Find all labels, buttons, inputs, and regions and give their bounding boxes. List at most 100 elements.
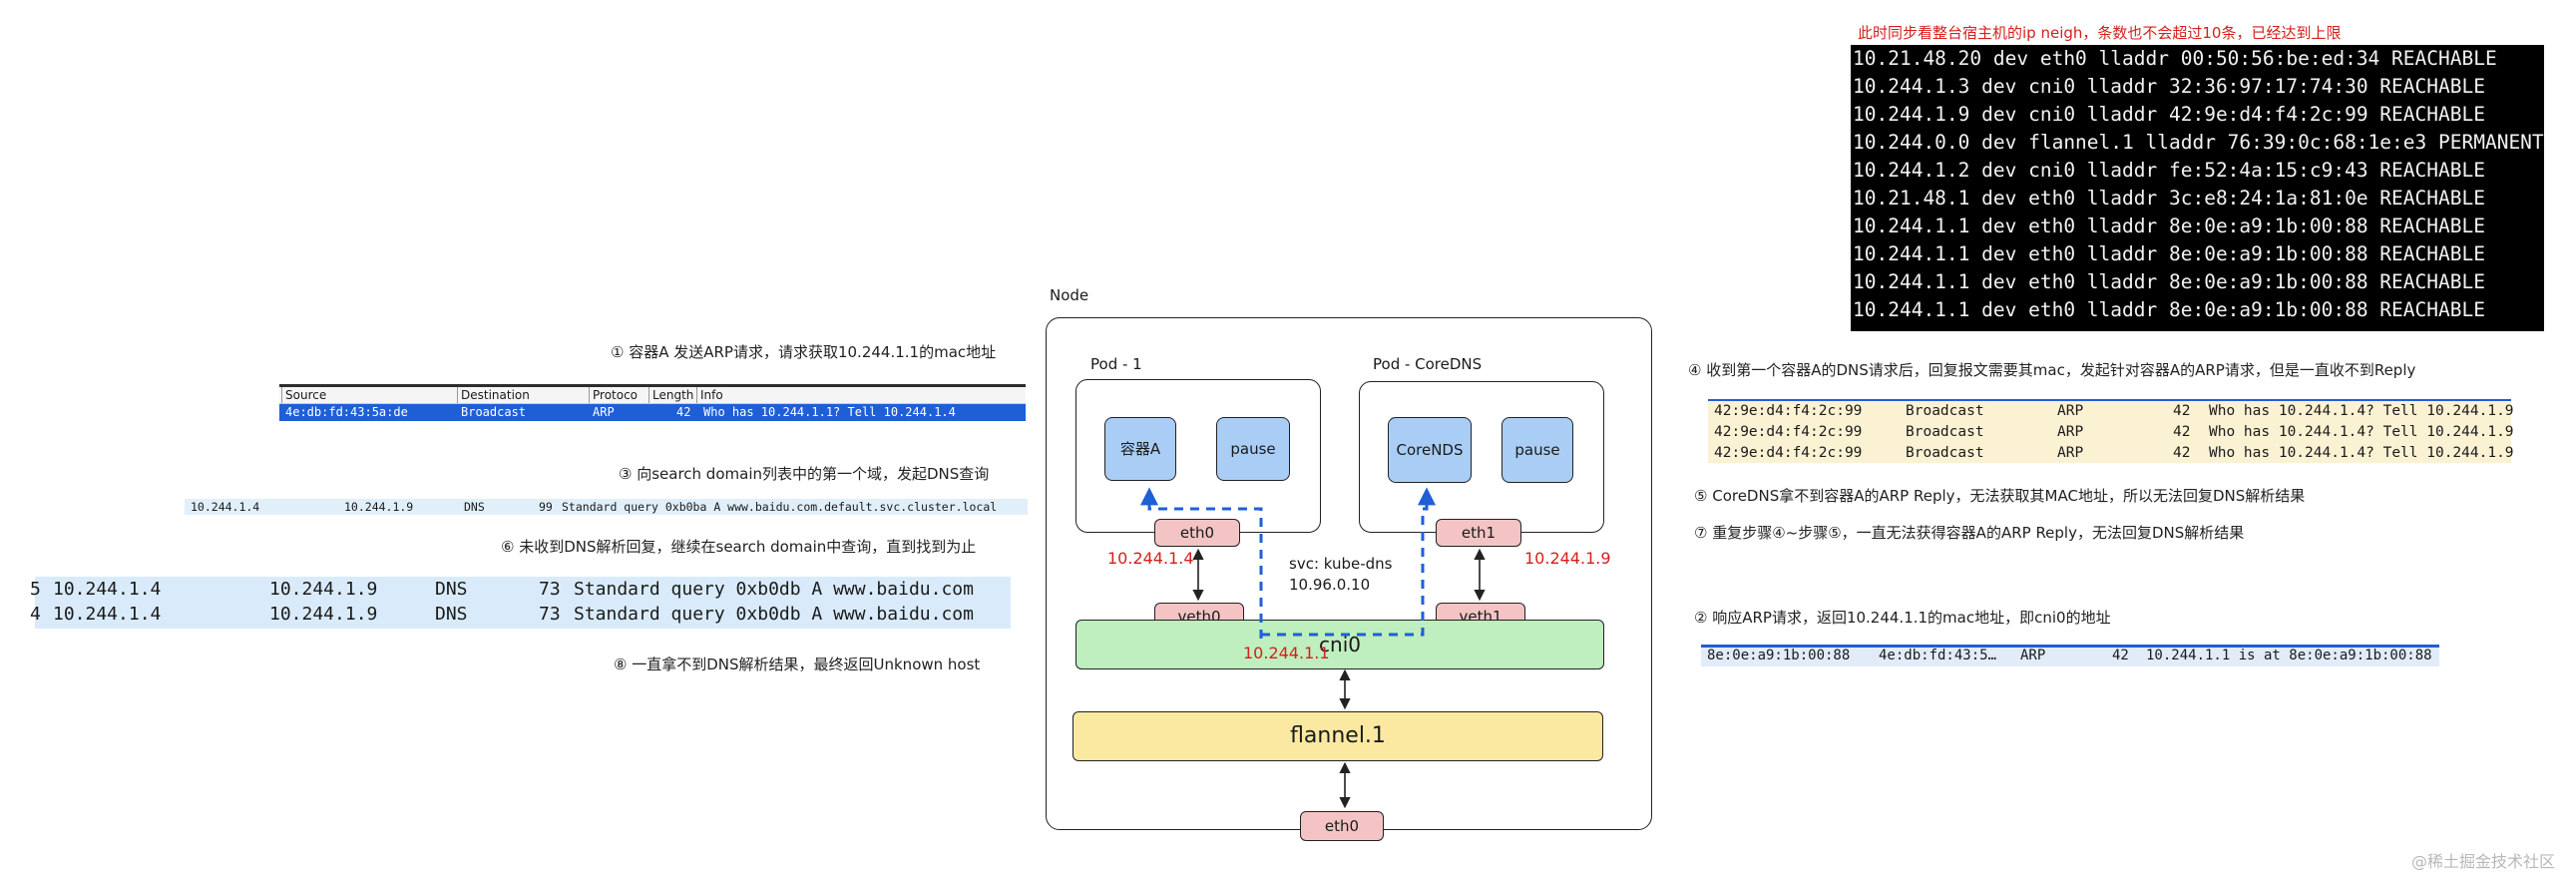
dns-query-capture-2: 5 10.244.1.4 10.244.1.9 DNS 73 Standard …	[30, 577, 1011, 629]
capture-row: 42:9e:d4:f4:2c:99 Broadcast ARP 42 Who h…	[1708, 422, 2514, 443]
cell-length: 42	[2112, 648, 2129, 663]
cell-source: 42:9e:d4:f4:2c:99	[1714, 445, 1863, 461]
step-3-note: ③ 向search domain列表中的第一个域，发起DNS查询	[619, 465, 990, 483]
capture-topbar	[1708, 399, 2511, 401]
step-1-note: ① 容器A 发送ARP请求，请求获取10.244.1.1的mac地址	[611, 343, 997, 361]
eth1-coredns: eth1	[1436, 519, 1521, 547]
ip-coredns: 10.244.1.9	[1524, 549, 1611, 568]
cell-length: 73	[539, 604, 561, 625]
watermark: @稀土掘金技术社区	[2411, 852, 2556, 871]
terminal-line: 10.244.1.1 dev eth0 lladdr 8e:0e:a9:1b:0…	[1853, 215, 2485, 237]
cell-source: 42:9e:d4:f4:2c:99	[1714, 403, 1863, 419]
cell-protocol: DNS	[464, 500, 485, 514]
pause-container-2: pause	[1502, 417, 1573, 483]
col-info: Info	[696, 387, 723, 403]
terminal-line: 10.244.1.2 dev cni0 lladdr fe:52:4a:15:c…	[1853, 159, 2485, 182]
cell-no: 5	[30, 579, 41, 600]
cell-length: 73	[539, 579, 561, 600]
cell-protocol: ARP	[2057, 403, 2084, 419]
eth0-node: eth0	[1300, 811, 1384, 841]
step-5-note: ⑤ CoreDNS拿不到容器A的ARP Reply，无法获取其MAC地址，所以无…	[1694, 487, 2306, 505]
capture-row: 5 10.244.1.4 10.244.1.9 DNS 73 Standard …	[30, 577, 1011, 602]
cell-length: 42	[2173, 445, 2191, 461]
ip-cni0: 10.244.1.1	[1243, 644, 1330, 662]
terminal-line: 10.244.1.9 dev cni0 lladdr 42:9e:d4:f4:2…	[1853, 103, 2485, 126]
pod-coredns-label: Pod - CoreDNS	[1373, 355, 1483, 373]
cell-destination: Broadcast	[1906, 445, 1984, 461]
cell-info: Who has 10.244.1.1? Tell 10.244.1.4	[703, 405, 956, 419]
cell-protocol: DNS	[435, 604, 468, 625]
cell-destination: 10.244.1.9	[269, 579, 378, 600]
svc-label: svc: kube-dns	[1289, 555, 1393, 573]
terminal-line: 10.21.48.20 dev eth0 lladdr 00:50:56:be:…	[1853, 47, 2497, 70]
arp-request-capture: Source Destination Protoco Length Info 4…	[279, 384, 1026, 428]
eth0-pod1: eth0	[1154, 519, 1240, 547]
cell-protocol: ARP	[2057, 445, 2084, 461]
capture-row: 42:9e:d4:f4:2c:99 Broadcast ARP 42 Who h…	[1708, 401, 2514, 422]
cell-source: 10.244.1.4	[53, 604, 162, 625]
step-7-note: ⑦ 重复步骤④~步骤⑤，一直无法获得容器A的ARP Reply，无法回复DNS解…	[1694, 524, 2245, 542]
capture-row: 10.244.1.4 10.244.1.9 DNS 99 Standard qu…	[185, 499, 1028, 515]
coredns-arp-capture: 42:9e:d4:f4:2c:99 Broadcast ARP 42 Who h…	[1708, 399, 2514, 464]
cell-protocol: DNS	[435, 579, 468, 600]
flannel-interface: flannel.1	[1073, 711, 1603, 761]
cell-destination: Broadcast	[1906, 403, 1984, 419]
cell-info: Standard query 0xb0db A www.baidu.com	[574, 604, 974, 625]
terminal-line: 10.21.48.1 dev eth0 lladdr 3c:e8:24:1a:8…	[1853, 187, 2485, 210]
cell-destination: 10.244.1.9	[344, 500, 414, 514]
cell-protocol: ARP	[2020, 648, 2046, 663]
cell-source: 8e:0e:a9:1b:00:88	[1707, 648, 1851, 663]
cell-length: 99	[539, 500, 553, 514]
capture-row-selected: 4e:db:fd:43:5a:de Broadcast ARP 42 Who h…	[279, 404, 1026, 421]
capture-header: Source Destination Protoco Length Info	[279, 384, 1026, 404]
dns-path-to-container-a	[1140, 487, 1263, 639]
cell-source: 10.244.1.4	[191, 500, 260, 514]
arp-reply-capture: 8e:0e:a9:1b:00:88 4e:db:fd:43:5… ARP 42 …	[1701, 645, 2439, 666]
cell-length: 42	[2173, 424, 2191, 440]
step-6-note: ⑥ 未收到DNS解析回复，继续在search domain中查询，直到找到为止	[501, 538, 977, 556]
cell-info: Standard query 0xb0ba A www.baidu.com.de…	[562, 500, 998, 514]
terminal-line: 10.244.1.1 dev eth0 lladdr 8e:0e:a9:1b:0…	[1853, 270, 2485, 293]
cell-protocol: ARP	[593, 405, 615, 419]
terminal-line: 10.244.1.1 dev eth0 lladdr 8e:0e:a9:1b:0…	[1853, 242, 2485, 265]
ip-pod1: 10.244.1.4	[1107, 549, 1194, 568]
dns-query-capture-1: 10.244.1.4 10.244.1.9 DNS 99 Standard qu…	[185, 499, 1028, 515]
cell-source: 4e:db:fd:43:5a:de	[285, 405, 408, 419]
cell-destination: Broadcast	[461, 405, 527, 419]
cell-info: Who has 10.244.1.4? Tell 10.244.1.9	[2209, 403, 2514, 419]
cell-destination: 10.244.1.9	[269, 604, 378, 625]
step-2-note: ② 响应ARP请求，返回10.244.1.1的mac地址，即cni0的地址	[1694, 609, 2111, 627]
cell-no: 4	[30, 604, 41, 625]
step-4-note: ④ 收到第一个容器A的DNS请求后，回复报文需要其mac，发起针对容器A的ARP…	[1688, 361, 2416, 379]
cell-protocol: ARP	[2057, 424, 2084, 440]
cell-length: 42	[2173, 403, 2191, 419]
step-8-note: ⑧ 一直拿不到DNS解析结果，最终返回Unknown host	[614, 656, 981, 673]
cell-source: 10.244.1.4	[53, 579, 162, 600]
cni0-bridge: cni0	[1075, 620, 1604, 669]
dns-path-to-coredns	[1261, 487, 1436, 637]
cell-info: Standard query 0xb0db A www.baidu.com	[574, 579, 974, 600]
cell-destination: Broadcast	[1906, 424, 1984, 440]
capture-row: 4 10.244.1.4 10.244.1.9 DNS 73 Standard …	[30, 602, 1011, 627]
capture-topbar	[1701, 645, 2439, 648]
terminal-line: 10.244.1.1 dev eth0 lladdr 8e:0e:a9:1b:0…	[1853, 298, 2485, 321]
col-source: Source	[281, 387, 326, 403]
cell-source: 42:9e:d4:f4:2c:99	[1714, 424, 1863, 440]
pod1-label: Pod - 1	[1090, 355, 1142, 373]
pause-container-1: pause	[1216, 417, 1290, 481]
cell-destination: 4e:db:fd:43:5…	[1879, 648, 1997, 663]
terminal-line: 10.244.1.3 dev cni0 lladdr 32:36:97:17:7…	[1853, 75, 2485, 98]
col-protocol: Protoco	[589, 387, 638, 403]
cell-info: Who has 10.244.1.4? Tell 10.244.1.9	[2209, 445, 2514, 461]
cell-info: 10.244.1.1 is at 8e:0e:a9:1b:00:88	[2146, 648, 2432, 663]
container-a: 容器A	[1104, 417, 1176, 481]
capture-row: 42:9e:d4:f4:2c:99 Broadcast ARP 42 Who h…	[1708, 443, 2514, 464]
node-label: Node	[1050, 286, 1089, 304]
cell-length: 42	[676, 405, 691, 419]
ip-neigh-terminal: 10.21.48.20 dev eth0 lladdr 00:50:56:be:…	[1851, 45, 2544, 331]
cell-info: Who has 10.244.1.4? Tell 10.244.1.9	[2209, 424, 2514, 440]
capture-row: 8e:0e:a9:1b:00:88 4e:db:fd:43:5… ARP 42 …	[1701, 648, 2439, 663]
terminal-line: 10.244.0.0 dev flannel.1 lladdr 76:39:0c…	[1853, 131, 2544, 154]
coredns-container: CoreNDS	[1388, 417, 1472, 483]
